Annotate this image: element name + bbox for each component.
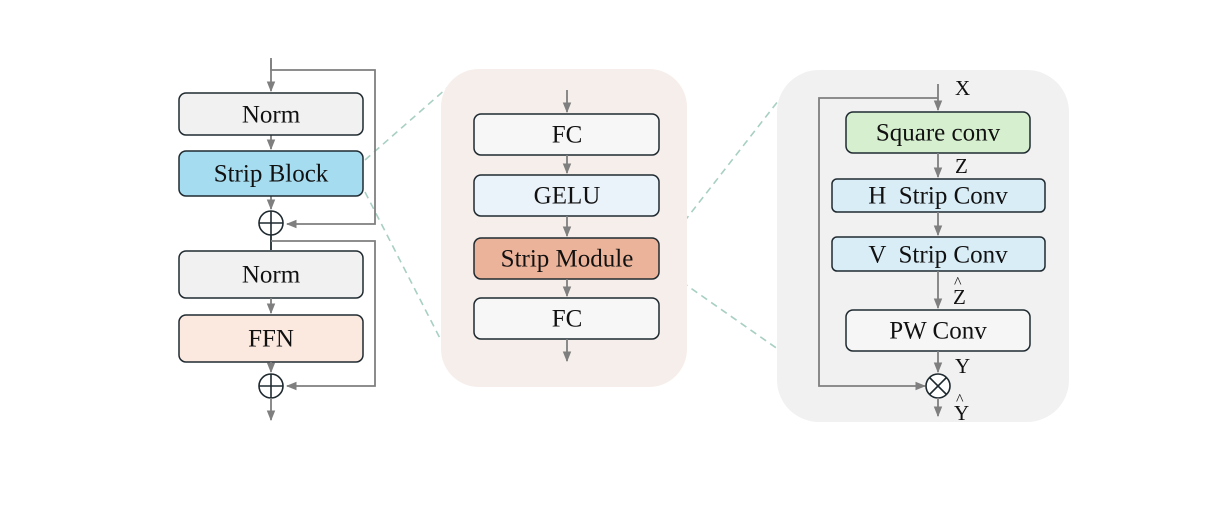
fc-label-1: FC: [552, 122, 583, 149]
label-y-hat: Y: [954, 401, 969, 425]
label-y: Y: [955, 354, 970, 378]
strip-module-detail: X Square conv Z H Strip Conv V Strip Con…: [818, 76, 1046, 425]
circle-plus-icon: [258, 210, 284, 236]
label-z-hat-accent: ^: [954, 275, 962, 292]
gelu-label: GELU: [534, 183, 601, 210]
connector-strip-module-top: [661, 95, 783, 251]
label-x: X: [955, 76, 970, 100]
fc-label-2: FC: [552, 306, 583, 333]
label-z: Z: [955, 154, 968, 178]
strip-block-label: Strip Block: [214, 161, 329, 188]
h-strip-conv-label: H Strip Conv: [868, 183, 1008, 210]
circle-plus-icon: [258, 373, 284, 399]
square-conv-label: Square conv: [876, 120, 1001, 147]
norm-label-1: Norm: [242, 102, 301, 129]
residual-path-1: [270, 60, 376, 229]
residual-path-2: [271, 240, 376, 391]
circle-times-icon: [925, 373, 951, 399]
norm-label-2: Norm: [242, 262, 301, 289]
pw-conv-label: PW Conv: [889, 318, 987, 345]
connector-strip-block-bottom: [364, 191, 448, 353]
label-y-hat-accent: ^: [956, 392, 964, 409]
strip-module-label: Strip Module: [501, 246, 634, 273]
skip-connection-path: [818, 97, 938, 391]
strip-net-block: Norm Strip Block Norm FFN: [178, 58, 376, 422]
zoom-connectors: [364, 87, 783, 353]
connector-strip-block-top: [364, 87, 448, 161]
v-strip-conv-label: V Strip Conv: [868, 242, 1008, 269]
strip-block-box: [178, 150, 364, 197]
label-z-hat: Z: [953, 285, 966, 309]
norm-box-1: [178, 92, 364, 136]
strip-block-detail: FC GELU Strip Module FC: [473, 90, 660, 363]
ffn-label: FFN: [248, 326, 294, 353]
